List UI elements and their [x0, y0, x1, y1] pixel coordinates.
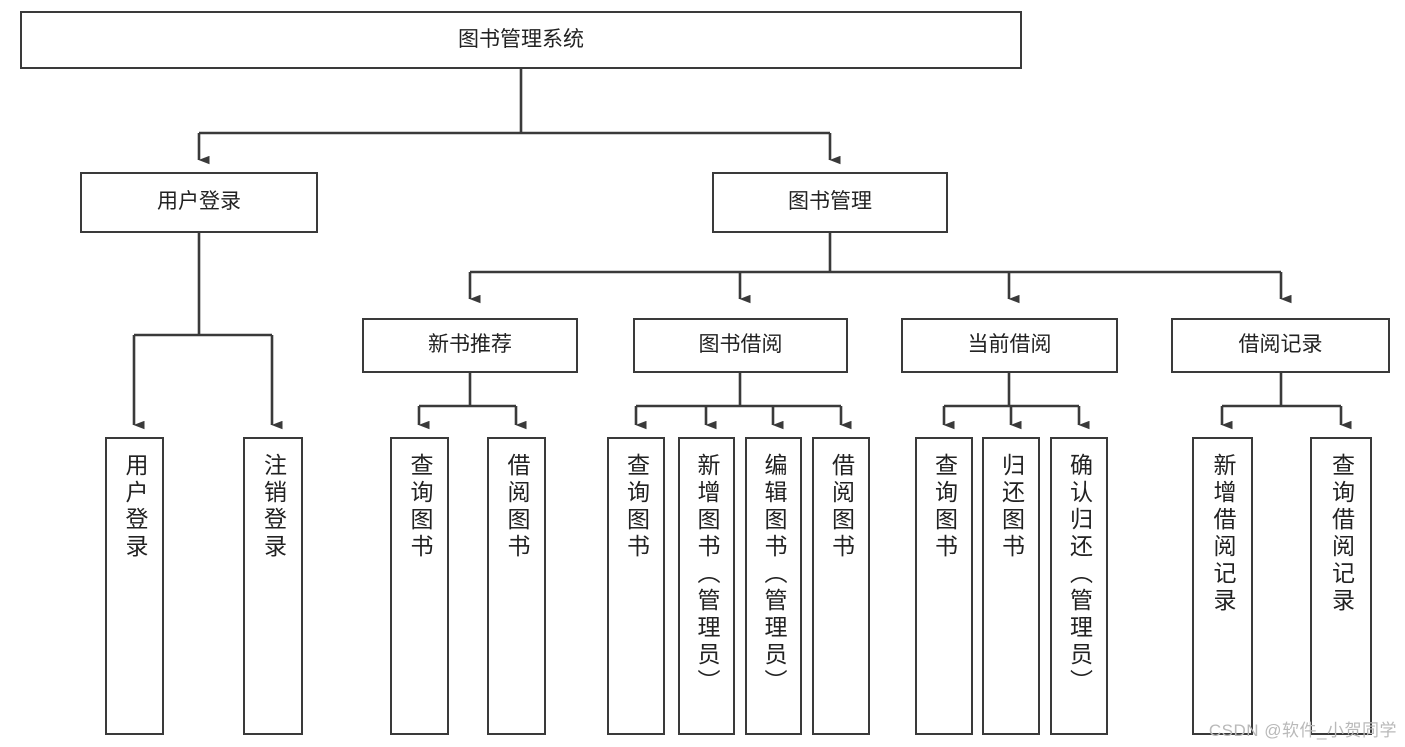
node-book-manage-label: 图书管理	[788, 190, 872, 214]
leaf-query-book-3-label: 查询图书	[931, 453, 958, 561]
leaf-query-book-2[interactable]: 查询图书	[607, 437, 665, 735]
node-borrow-record-label: 借阅记录	[1238, 333, 1323, 357]
leaf-query-record-label: 查询借阅记录	[1328, 453, 1355, 615]
node-user-login-label: 用户登录	[157, 190, 241, 214]
leaf-query-book-2-label: 查询图书	[623, 453, 650, 561]
node-current-borrow[interactable]: 当前借阅	[901, 318, 1118, 373]
leaf-add-record-label: 新增借阅记录	[1210, 453, 1236, 615]
node-book-borrow-label: 图书借阅	[698, 333, 783, 357]
leaf-confirm-return-label: 确认归还（管理员）	[1066, 453, 1093, 696]
leaf-borrow-book-2-label: 借阅图书	[828, 453, 855, 561]
node-book-manage[interactable]: 图书管理	[712, 172, 948, 233]
node-new-book-rec[interactable]: 新书推荐	[362, 318, 578, 373]
leaf-query-book-3[interactable]: 查询图书	[915, 437, 973, 735]
leaf-borrow-book-1-label: 借阅图书	[504, 453, 530, 561]
leaf-confirm-return[interactable]: 确认归还（管理员）	[1050, 437, 1108, 735]
node-root[interactable]: 图书管理系统	[20, 11, 1022, 69]
leaf-user-login[interactable]: 用户登录	[105, 437, 164, 735]
csdn-watermark: CSDN @软件_小贺同学	[1208, 721, 1397, 740]
leaf-return-book-label: 归还图书	[998, 453, 1025, 561]
leaf-user-login-label: 用户登录	[122, 453, 148, 561]
leaf-borrow-book-1[interactable]: 借阅图书	[487, 437, 546, 735]
leaf-edit-book[interactable]: 编辑图书（管理员）	[745, 437, 802, 735]
leaf-borrow-book-2[interactable]: 借阅图书	[812, 437, 870, 735]
leaf-add-book[interactable]: 新增图书（管理员）	[678, 437, 735, 735]
leaf-user-logout-label: 注销登录	[260, 453, 287, 561]
leaf-query-book-1[interactable]: 查询图书	[390, 437, 449, 735]
node-book-borrow[interactable]: 图书借阅	[633, 318, 848, 373]
node-new-book-rec-label: 新书推荐	[428, 333, 512, 357]
leaf-add-record[interactable]: 新增借阅记录	[1192, 437, 1253, 735]
leaf-edit-book-label: 编辑图书（管理员）	[761, 453, 787, 696]
node-root-label: 图书管理系统	[458, 27, 584, 51]
leaf-add-book-label: 新增图书（管理员）	[694, 453, 720, 696]
leaf-return-book[interactable]: 归还图书	[982, 437, 1040, 735]
leaf-query-record[interactable]: 查询借阅记录	[1310, 437, 1372, 735]
node-user-login[interactable]: 用户登录	[80, 172, 318, 233]
node-current-borrow-label: 当前借阅	[967, 333, 1052, 357]
node-borrow-record[interactable]: 借阅记录	[1171, 318, 1390, 373]
leaf-user-logout[interactable]: 注销登录	[243, 437, 303, 735]
leaf-query-book-1-label: 查询图书	[407, 453, 433, 561]
